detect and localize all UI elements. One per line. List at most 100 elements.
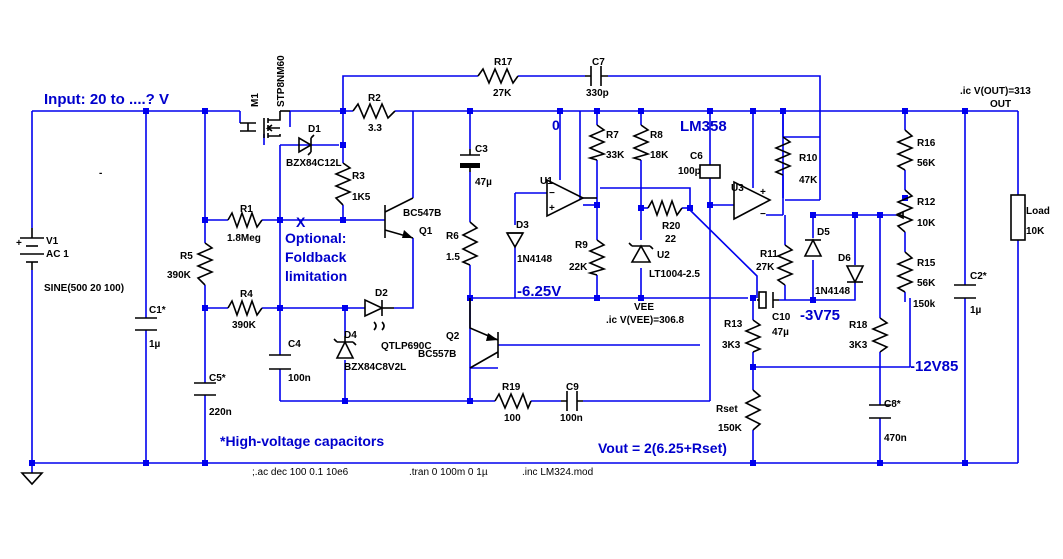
- capacitor-c8[interactable]: [869, 404, 891, 419]
- capacitor-c5[interactable]: [194, 382, 216, 396]
- q1-part: BC547B: [403, 208, 441, 219]
- v1-label: V1: [46, 236, 59, 247]
- d4-part: BZX84C8V2L: [344, 362, 406, 373]
- potentiometer-r12[interactable]: [895, 189, 915, 233]
- transistor-q1[interactable]: [384, 197, 414, 239]
- rset-label: Rset: [716, 404, 738, 415]
- capacitor-c3[interactable]: [460, 149, 480, 172]
- resistor-r18[interactable]: [870, 317, 890, 353]
- r15-150k-label: 150k: [913, 299, 936, 310]
- opamp-u1[interactable]: − +: [546, 178, 597, 218]
- c5-label: C5*: [209, 373, 226, 384]
- r7-value: 33K: [606, 150, 625, 161]
- q1-label: Q1: [419, 226, 433, 237]
- resistor-r11[interactable]: [775, 244, 795, 286]
- svg-text:−: −: [549, 188, 555, 199]
- led-d2[interactable]: [364, 298, 394, 331]
- c8-label: C8*: [884, 399, 901, 410]
- resistor-r5[interactable]: [195, 242, 215, 286]
- capacitor-c4[interactable]: [269, 354, 291, 370]
- capacitor-c1[interactable]: [135, 317, 157, 331]
- reference-diode-u2[interactable]: [628, 242, 654, 263]
- transistor-q2[interactable]: [469, 298, 499, 369]
- resistor-r7[interactable]: [587, 124, 607, 161]
- d5-part: 1N4148: [815, 286, 850, 297]
- dash-mark: -: [99, 168, 102, 179]
- svg-text:+: +: [549, 203, 555, 214]
- opamp-u3[interactable]: + −: [733, 180, 772, 221]
- r2-label: R2: [368, 93, 381, 104]
- d4-label: D4: [344, 330, 357, 341]
- r17-value: 27K: [493, 88, 512, 99]
- neg-12v85-label: -12V85: [910, 358, 958, 375]
- capacitor-c10[interactable]: [757, 291, 779, 309]
- r6-label: R6: [446, 231, 459, 242]
- r5-value: 390K: [167, 270, 192, 281]
- inc-directive: .inc LM324.mod: [522, 467, 593, 478]
- svg-text:+: +: [760, 187, 766, 198]
- c10-label: C10: [772, 312, 791, 323]
- r20-value: 22: [665, 234, 677, 245]
- resistor-r10[interactable]: [773, 136, 793, 176]
- load-label: Load: [1026, 206, 1050, 217]
- r19-value: 100: [504, 413, 521, 424]
- resistor-r9[interactable]: [587, 239, 607, 276]
- capacitor-c7[interactable]: [585, 66, 608, 86]
- diode-d6[interactable]: [845, 265, 865, 284]
- d1-part: BZX84C12L: [286, 158, 342, 169]
- c10-value: 47µ: [772, 327, 789, 338]
- r12-value: 10K: [917, 218, 936, 229]
- capacitor-c2[interactable]: [954, 284, 976, 299]
- resistor-r20[interactable]: [647, 198, 683, 218]
- input-label: Input: 20 to ....? V: [44, 91, 169, 108]
- resistor-r8[interactable]: [631, 124, 651, 161]
- neg-6v25-label: -6.25V: [517, 283, 561, 300]
- ac-directive: ;.ac dec 100 0.1 10e6: [252, 467, 349, 478]
- u3-label: U3: [731, 183, 744, 194]
- load-resistor[interactable]: [1010, 194, 1026, 241]
- resistor-rset[interactable]: [744, 389, 762, 431]
- r10-value: 47K: [799, 175, 818, 186]
- zener-diode-d1[interactable]: [298, 134, 315, 156]
- capacitor-c6[interactable]: [699, 164, 721, 179]
- resistor-r17[interactable]: [477, 66, 519, 86]
- r3-value: 1K5: [352, 192, 371, 203]
- voltage-source-v1[interactable]: +: [16, 228, 44, 270]
- r13-label: R13: [724, 319, 743, 330]
- v1-ac-label: AC 1: [46, 249, 69, 260]
- mosfet-m1[interactable]: [240, 110, 290, 138]
- r8-label: R8: [650, 130, 663, 141]
- v1-sine-label: SINE(500 20 100): [44, 283, 124, 294]
- q2-label: Q2: [446, 331, 460, 342]
- resistor-r4[interactable]: [227, 298, 263, 318]
- rset-value: 150K: [718, 423, 743, 434]
- resistor-r6[interactable]: [460, 221, 479, 266]
- diode-d3[interactable]: [505, 232, 525, 249]
- resistor-r3[interactable]: [333, 162, 353, 206]
- ic-vee-directive: .ic V(VEE)=306.8: [606, 315, 685, 326]
- vee-label: VEE: [634, 302, 654, 313]
- c6-value: 100p: [678, 166, 701, 177]
- ic-out-directive: .ic V(OUT)=313: [960, 86, 1031, 97]
- resistor-r2[interactable]: [352, 101, 396, 121]
- u2-label: U2: [657, 250, 670, 261]
- diode-d5[interactable]: [803, 238, 823, 257]
- load-value: 10K: [1026, 226, 1045, 237]
- r5-label: R5: [180, 251, 193, 262]
- c7-value: 330p: [586, 88, 609, 99]
- r20-label: R20: [662, 221, 681, 232]
- resistor-r1[interactable]: [227, 210, 263, 230]
- hv-capacitors-note: *High-voltage capacitors: [220, 433, 384, 449]
- zener-diode-d4[interactable]: [333, 336, 357, 359]
- resistor-r19[interactable]: [494, 391, 532, 411]
- optional-note-line1: Optional:: [285, 230, 346, 246]
- r19-label: R19: [502, 382, 521, 393]
- resistor-r13[interactable]: [743, 319, 763, 353]
- resistor-r15[interactable]: [895, 251, 915, 293]
- resistor-r16[interactable]: [895, 129, 915, 171]
- c8-value: 470n: [884, 433, 907, 444]
- capacitor-c9[interactable]: [561, 391, 583, 411]
- optional-note-line2: Foldback: [285, 249, 347, 265]
- r3-label: R3: [352, 171, 365, 182]
- r4-value: 390K: [232, 320, 257, 331]
